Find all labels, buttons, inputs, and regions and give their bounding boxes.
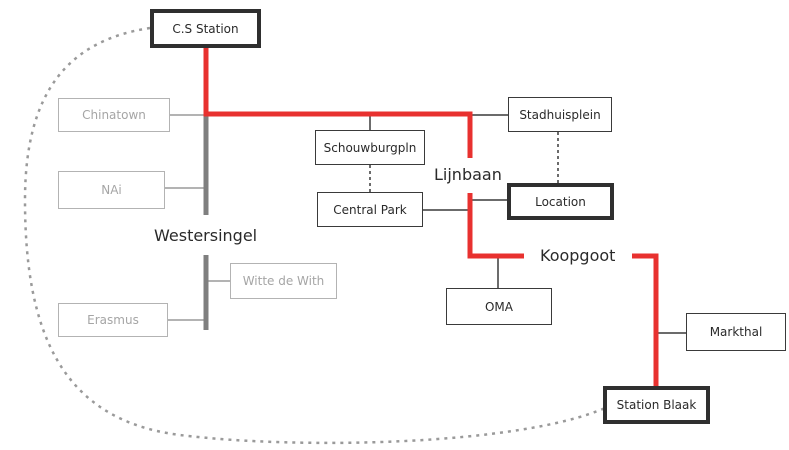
station-label: Schouwburgpln (323, 140, 417, 155)
station-label: Witte de With (242, 274, 325, 288)
station-schouwburgpln: Schouwburgpln (315, 130, 425, 165)
station-label: Central Park (333, 202, 407, 217)
station-label: OMA (484, 299, 513, 314)
station-markthal: Markthal (686, 313, 786, 351)
station-oma: OMA (446, 288, 552, 325)
station-label: Station Blaak (616, 398, 697, 412)
station-chinatown: Chinatown (58, 98, 170, 132)
station-stadhuisplein: Stadhuisplein (508, 97, 612, 132)
red-route-blaak (632, 253, 659, 386)
station-location: Location (507, 183, 614, 220)
station-label: C.S Station (172, 21, 239, 36)
area-label-lijnbaan: Lijnbaan (434, 165, 502, 184)
dotted-loop-path (23, 26, 606, 445)
station-label: Location (535, 194, 586, 209)
station-erasmus: Erasmus (58, 303, 168, 337)
station-label: Erasmus (87, 313, 139, 327)
station-label: Chinatown (82, 108, 146, 122)
station-blaak: Station Blaak (603, 386, 710, 424)
red-route-main (203, 48, 473, 158)
station-nai: NAi (58, 171, 165, 209)
station-cs-station: C.S Station (150, 9, 261, 48)
station-label: Stadhuisplein (519, 107, 601, 122)
area-label-koopgoot: Koopgoot (540, 246, 616, 265)
area-label-westersingel: Westersingel (154, 226, 258, 245)
station-label: Markthal (709, 325, 763, 339)
red-route-lower (467, 193, 524, 259)
station-witte-de-with: Witte de With (230, 263, 337, 299)
station-label: NAi (101, 183, 122, 197)
station-central-park: Central Park (317, 192, 423, 227)
